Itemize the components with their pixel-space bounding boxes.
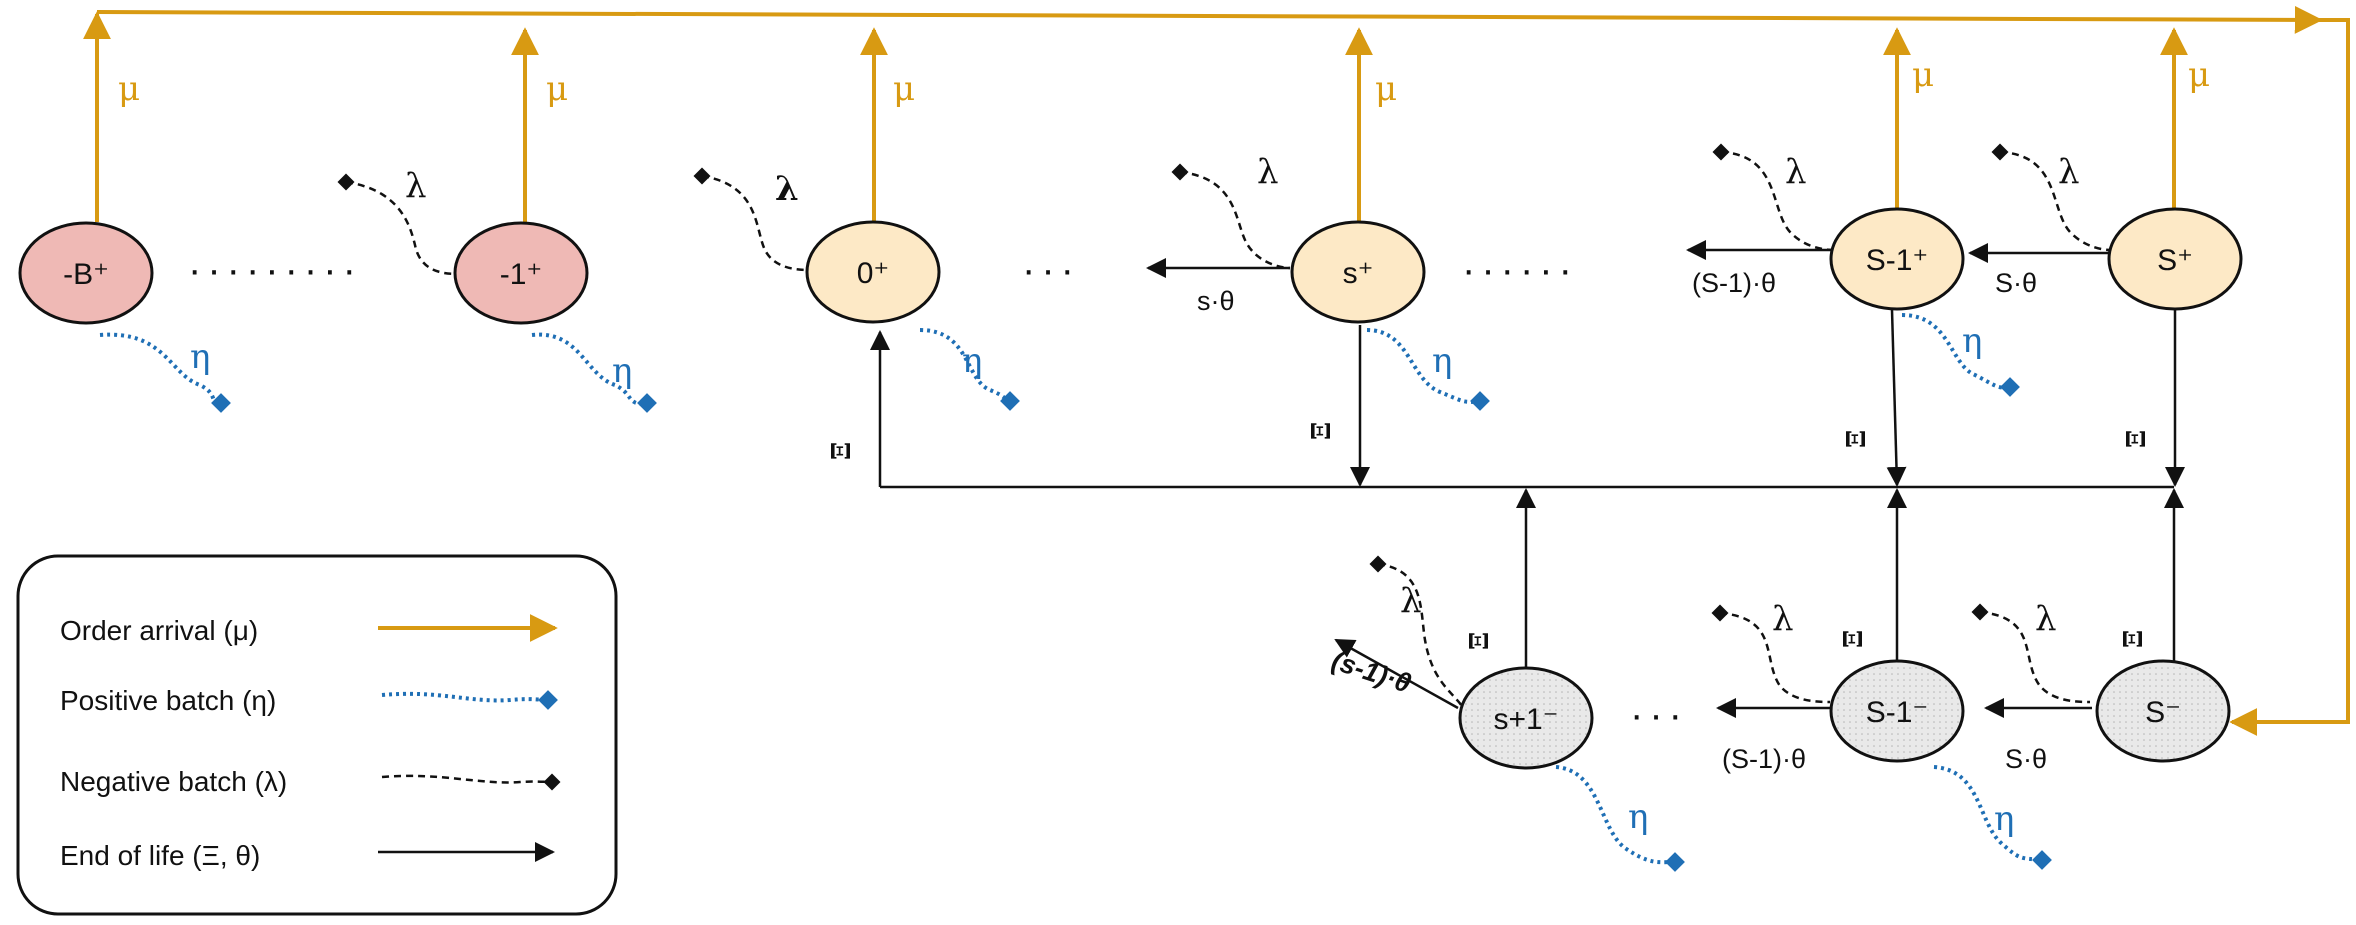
legend-positive-batch-marker [538,690,558,710]
state-label: S⁺ [2157,244,2193,277]
state-label: 0⁺ [857,257,890,290]
lambda-label: λ [2058,152,2080,192]
mu-label: μ [1912,55,1934,95]
eta-label: η [962,341,982,381]
xi-labels: Ξ Ξ Ξ Ξ Ξ Ξ Ξ [827,422,2152,650]
eta-label: η [190,337,210,377]
legend-positive-batch-swatch [381,691,549,703]
state-S-plus [2107,207,2243,311]
lambda-label: λ [2035,599,2057,639]
state-label: -1⁺ [500,258,543,291]
mu-label: μ [2188,55,2210,95]
lambda-label: λ [1257,152,1279,192]
ellipsis: ··· [1022,248,1080,292]
state-nodes [18,207,2243,770]
eta-endpoints [211,377,2052,872]
legend-negative-batch-marker [543,773,561,791]
lambda-curves [345,150,2111,707]
state-s1-minus [1458,666,1594,770]
xi-label: Ξ [1842,430,1872,448]
xi-label: Ξ [2122,430,2152,448]
state-S1-minus [1829,659,1965,763]
mu-labels: μ μ μ μ μ μ [118,55,2210,109]
state-label: S⁻ [2145,696,2181,729]
state-label: -B⁺ [63,258,109,291]
xi-label: Ξ [1307,422,1337,440]
theta-arrows [1146,240,2110,718]
state-label: s⁺ [1343,257,1374,290]
eta-labels: η η η η η η η [190,321,2014,839]
ellipsis-dots: ········· ··· ······ ··· [188,248,1688,737]
xi-label: Ξ [827,442,857,460]
lambda-label: λ [1772,599,1794,639]
theta-label: S·θ [1995,268,2037,298]
eta-label: η [1962,321,1982,361]
eta-label: η [1994,799,2014,839]
legend: Order arrival (μ) Positive batch (η) Neg… [16,554,618,916]
theta-label: (S-1)·θ [1692,268,1776,298]
state-s-plus [1290,220,1426,324]
eta-label: η [1628,797,1648,837]
legend-end-of-life: End of life (Ξ, θ) [60,840,260,871]
theta-label: (S-1)·θ [1722,744,1806,774]
state-labels: -B⁺ -1⁺ 0⁺ s⁺ S-1⁺ S⁺ s+1⁻ S-1⁻ S⁻ [63,244,2193,736]
mu-label: μ [893,69,915,109]
state-neg-B-plus [18,221,154,325]
lambda-label: λ [775,169,799,209]
mu-label: μ [118,69,140,109]
eta-label: η [1432,341,1452,381]
order-arrival-loop [96,5,2350,736]
state-label: S-1⁻ [1866,696,1929,729]
legend-negative-batch-swatch [381,774,553,784]
legend-negative-batch: Negative batch (λ) [60,766,287,797]
legend-box [16,554,618,916]
mu-label: μ [1375,69,1397,109]
lambda-label: λ [1400,581,1422,621]
xi-label: Ξ [1465,632,1495,650]
eta-curves [99,313,2043,865]
xi-label: Ξ [1839,630,1869,648]
xi-arrows [870,309,2185,670]
state-neg-1-plus [453,221,589,325]
lambda-label: λ [405,166,427,206]
legend-order-arrival: Order arrival (μ) [60,615,258,646]
ellipsis: ··· [1630,693,1688,737]
eta-label: η [612,351,632,391]
lambda-labels: λ λ λ λ λ λ λ λ [405,152,2080,639]
state-label: S-1⁺ [1866,244,1929,277]
mu-arrows [83,11,2188,226]
mu-label: μ [546,69,568,109]
theta-label: (s-1)·θ [1328,645,1414,699]
state-S1-plus [1829,207,1965,311]
xi-label: Ξ [2119,630,2149,648]
ellipsis: ······ [1462,248,1578,292]
theta-label: s·θ [1197,286,1235,316]
legend-positive-batch: Positive batch (η) [60,685,276,716]
ellipsis: ········· [188,248,362,292]
lambda-endpoints [337,143,2009,622]
theta-label: S·θ [2005,744,2047,774]
lambda-label: λ [1785,152,1807,192]
state-0-plus [805,220,941,324]
state-label: s+1⁻ [1493,703,1558,736]
state-S-minus [2095,659,2231,763]
